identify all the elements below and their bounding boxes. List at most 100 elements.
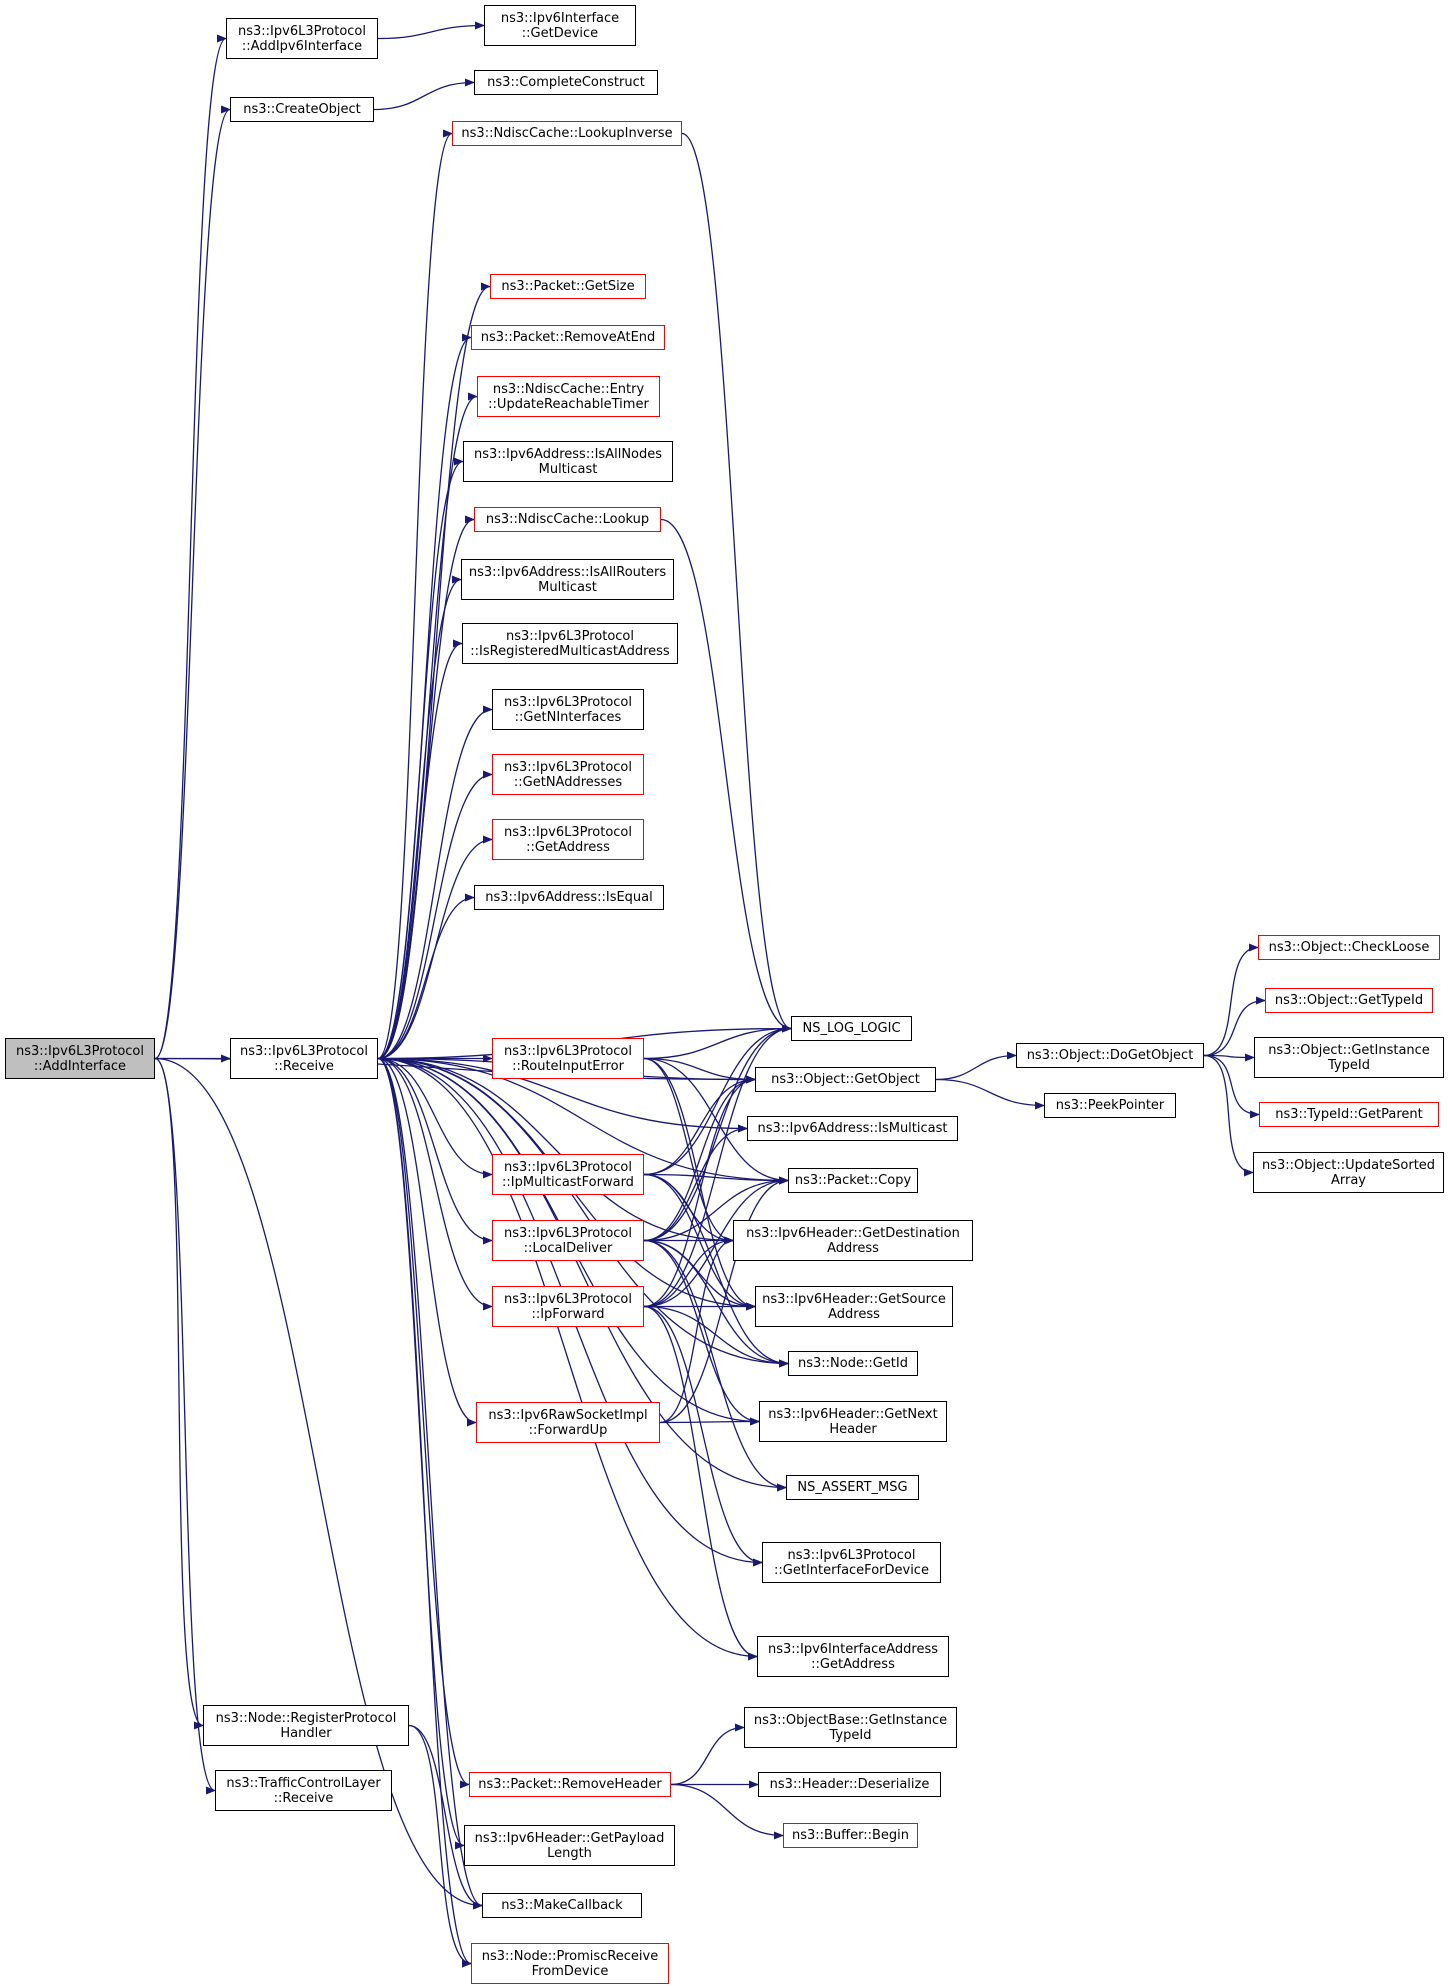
node-label-line: ns3::Ipv6Header::GetSource: [762, 1291, 946, 1307]
node-label-line: ns3::Ipv6L3Protocol: [504, 824, 632, 840]
node-deserialize[interactable]: ns3::Header::Deserialize: [758, 1772, 941, 1797]
node-label-line: ns3::Buffer::Begin: [791, 1828, 910, 1843]
edge-receive-to-getid: [377, 1057, 789, 1368]
node-label-line: ns3::Ipv6InterfaceAddress: [767, 1641, 939, 1657]
node-label-line: ::ForwardUp: [528, 1422, 608, 1438]
node-label-line: ::UpdateReachableTimer: [488, 396, 649, 412]
node-getninterfaces[interactable]: ns3::Ipv6L3Protocol::GetNInterfaces: [492, 689, 644, 730]
edge-dogetobject-to-checkloose: [1203, 943, 1259, 1057]
node-label-line: ::IpForward: [531, 1306, 605, 1322]
node-removeheader[interactable]: ns3::Packet::RemoveHeader: [469, 1772, 671, 1797]
edge-addipv6iface-to-getdevice: [377, 21, 485, 40]
node-label-line: Handler: [280, 1725, 332, 1741]
node-createobject[interactable]: ns3::CreateObject: [230, 97, 374, 122]
node-ipmcforward[interactable]: ns3::Ipv6L3Protocol::IpMulticastForward: [492, 1154, 644, 1195]
node-label-line: ns3::Ipv6L3Protocol: [506, 628, 634, 644]
node-label-line: ns3::Ipv6RawSocketImpl: [488, 1407, 648, 1423]
node-ismulticast[interactable]: ns3::Ipv6Address::IsMulticast: [747, 1116, 958, 1141]
node-isregmc[interactable]: ns3::Ipv6L3Protocol::IsRegisteredMultica…: [462, 623, 678, 664]
node-routeinputerror[interactable]: ns3::Ipv6L3Protocol::RouteInputError: [492, 1038, 644, 1079]
edge-ipforward-to-copy: [643, 1176, 789, 1308]
edge-receive-to-isallnodes: [377, 457, 464, 1060]
node-label-line: TypeId: [1328, 1057, 1370, 1073]
node-label-line: ns3::Ipv6L3Protocol: [504, 1159, 632, 1175]
node-label-line: ::IsRegisteredMulticastAddress: [470, 643, 670, 659]
node-addipv6iface[interactable]: ns3::Ipv6L3Protocol::AddIpv6Interface: [226, 18, 378, 59]
node-label-line: ns3::Ipv6Address::IsAllNodes: [473, 446, 663, 462]
node-label-line: ns3::Object::UpdateSorted: [1261, 1157, 1436, 1173]
node-getsize[interactable]: ns3::Packet::GetSize: [490, 274, 646, 299]
node-getnaddresses[interactable]: ns3::Ipv6L3Protocol::GetNAddresses: [492, 754, 644, 795]
node-makecallback[interactable]: ns3::MakeCallback: [482, 1893, 642, 1918]
node-ipforward[interactable]: ns3::Ipv6L3Protocol::IpForward: [492, 1286, 644, 1327]
node-label-line: ns3::MakeCallback: [501, 1898, 623, 1913]
node-getparent[interactable]: ns3::TypeId::GetParent: [1259, 1102, 1439, 1127]
edge-ipforward-to-getid: [643, 1305, 789, 1368]
node-getaddress[interactable]: ns3::Ipv6L3Protocol::GetAddress: [492, 819, 644, 860]
node-label-line: Array: [1330, 1172, 1366, 1188]
node-getifacefordev[interactable]: ns3::Ipv6L3Protocol::GetInterfaceForDevi…: [762, 1542, 941, 1583]
node-label-line: Address: [827, 1240, 879, 1256]
node-updatereachable[interactable]: ns3::NdiscCache::Entry::UpdateReachableT…: [477, 376, 660, 417]
edge-receive-to-ipforward: [377, 1057, 493, 1311]
edge-root-to-tclreceive: [154, 1057, 216, 1795]
node-lookupinverse[interactable]: ns3::NdiscCache::LookupInverse: [452, 121, 682, 146]
node-copy[interactable]: ns3::Packet::Copy: [788, 1168, 918, 1193]
node-bufferbegin[interactable]: ns3::Buffer::Begin: [783, 1823, 918, 1848]
edge-routeinputerror-to-nslog: [643, 1024, 792, 1060]
node-label-line: ::RouteInputError: [512, 1058, 624, 1074]
node-label-line: ::Receive: [274, 1058, 334, 1074]
node-peekpointer[interactable]: ns3::PeekPointer: [1044, 1093, 1176, 1118]
node-gettypeid[interactable]: ns3::Object::GetTypeId: [1265, 988, 1433, 1013]
edge-localdeliver-to-nslog: [643, 1024, 792, 1242]
node-tclreceive[interactable]: ns3::TrafficControlLayer::Receive: [215, 1770, 392, 1811]
node-label-line: ns3::CreateObject: [243, 102, 361, 117]
node-label-line: ns3::Ipv6L3Protocol: [504, 1225, 632, 1241]
node-label-line: ns3::Ipv6Interface: [500, 10, 620, 26]
node-getid[interactable]: ns3::Node::GetId: [788, 1351, 918, 1376]
node-label-line: ::IpMulticastForward: [502, 1174, 634, 1190]
node-receive[interactable]: ns3::Ipv6L3Protocol::Receive: [230, 1038, 378, 1079]
node-label-line: ns3::TypeId::GetParent: [1275, 1107, 1423, 1122]
node-getdevice[interactable]: ns3::Ipv6Interface::GetDevice: [484, 5, 636, 46]
edge-receive-to-getnaddresses: [377, 770, 493, 1060]
edge-root-to-makecallback: [154, 1057, 483, 1910]
node-label-line: Address: [828, 1306, 880, 1322]
node-isequal[interactable]: ns3::Ipv6Address::IsEqual: [474, 885, 664, 910]
edge-dogetobject-to-gettypeid: [1203, 996, 1266, 1057]
node-removeatend[interactable]: ns3::Packet::RemoveAtEnd: [471, 325, 665, 350]
node-label-line: TypeId: [829, 1727, 872, 1743]
node-label-line: ns3::Object::DoGetObject: [1026, 1048, 1194, 1063]
edge-routeinputerror-to-copy: [643, 1057, 789, 1185]
node-checkloose[interactable]: ns3::Object::CheckLoose: [1258, 935, 1440, 960]
node-nsassert[interactable]: NS_ASSERT_MSG: [786, 1475, 919, 1500]
node-label-line: ns3::NdiscCache::Lookup: [485, 512, 650, 527]
node-label-line: ns3::Object::CheckLoose: [1268, 940, 1430, 955]
edge-localdeliver-to-copy: [643, 1176, 789, 1242]
node-label-line: ns3::Ipv6Header::GetNext: [768, 1406, 938, 1422]
node-completeconstruct[interactable]: ns3::CompleteConstruct: [474, 70, 658, 95]
node-dogetobject[interactable]: ns3::Object::DoGetObject: [1016, 1043, 1204, 1068]
node-ifaceaddr[interactable]: ns3::Ipv6InterfaceAddress::GetAddress: [757, 1636, 949, 1677]
node-label-line: ns3::PeekPointer: [1055, 1098, 1165, 1113]
edge-ipmcforward-to-nslog: [643, 1024, 792, 1176]
node-getobject[interactable]: ns3::Object::GetObject: [755, 1067, 936, 1092]
edge-localdeliver-to-nsassert: [643, 1239, 787, 1492]
node-nslog[interactable]: NS_LOG_LOGIC: [791, 1016, 912, 1041]
node-forwardup[interactable]: ns3::Ipv6RawSocketImpl::ForwardUp: [476, 1402, 660, 1443]
edge-receive-to-promisc: [377, 1057, 472, 1968]
node-localdeliver[interactable]: ns3::Ipv6L3Protocol::LocalDeliver: [492, 1220, 644, 1261]
node-lookup[interactable]: ns3::NdiscCache::Lookup: [474, 507, 661, 532]
node-label-line: ns3::Packet::GetSize: [501, 279, 635, 294]
